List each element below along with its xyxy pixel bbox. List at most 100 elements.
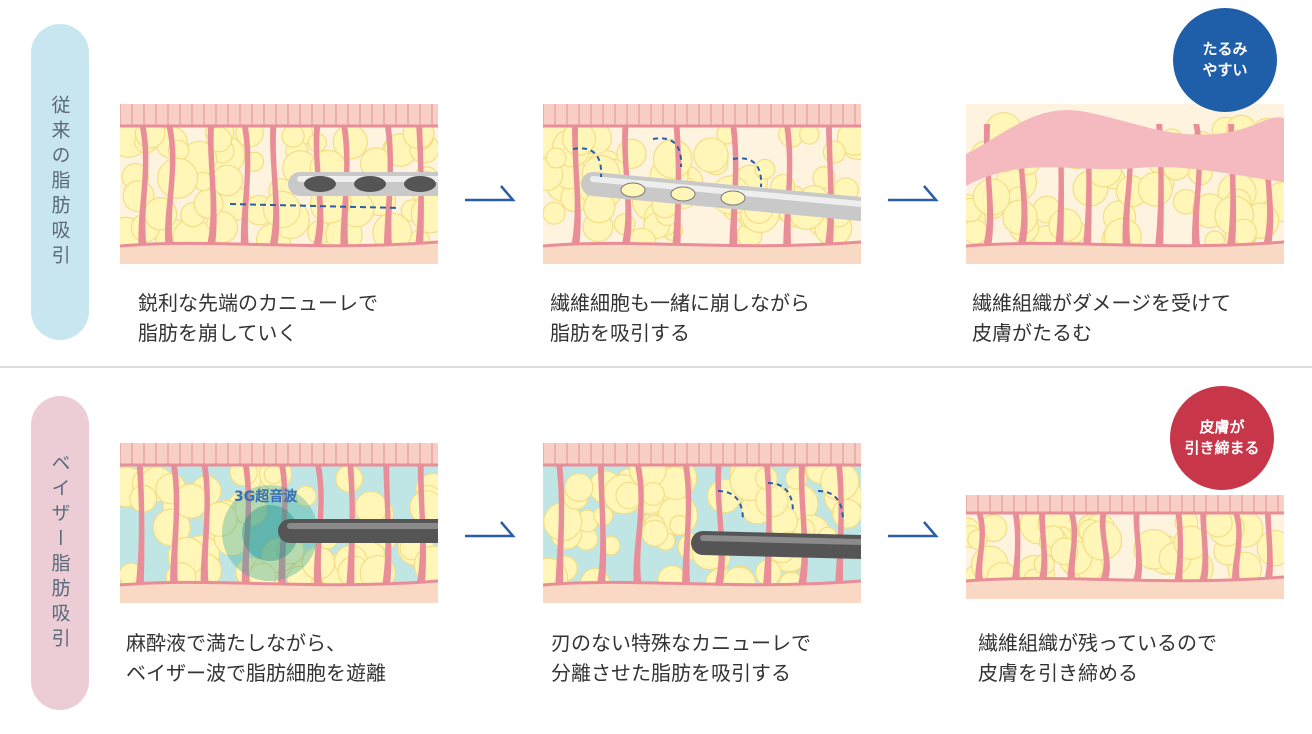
fiber xyxy=(1199,513,1209,581)
fat-cell xyxy=(234,493,268,527)
fascia-layer xyxy=(966,242,1284,264)
fascia-layer xyxy=(120,581,438,603)
fiber xyxy=(164,126,176,246)
caption-vaser-2: 刃のない特殊なカニューレで 分離させた脂肪を吸引する xyxy=(551,631,811,685)
fiber xyxy=(200,465,210,585)
suction-arrow xyxy=(817,490,844,522)
fat-cell xyxy=(1137,171,1173,207)
row-label-vaser-text: ベイザー脂肪吸引 xyxy=(48,453,71,653)
suction-arrow xyxy=(717,490,744,522)
fiber xyxy=(1263,513,1273,581)
suction-arrow xyxy=(572,147,603,178)
fat-cell xyxy=(193,188,224,219)
fiber xyxy=(1099,513,1110,581)
fat-cell xyxy=(354,490,388,525)
fat-cell xyxy=(262,190,301,229)
fiber xyxy=(1132,513,1143,581)
caption-conventional-3: 繊維組織がダメージを受けて 皮膚がたるむ xyxy=(972,291,1231,345)
skin-layer xyxy=(120,104,438,126)
row-label-vaser: ベイザー脂肪吸引 xyxy=(31,396,89,710)
fiber xyxy=(240,126,251,246)
skin-layer xyxy=(120,443,438,465)
cannula-hole xyxy=(670,186,696,202)
vaser-cannula xyxy=(278,519,438,543)
fat-cell xyxy=(831,498,861,529)
fat-cell xyxy=(564,472,594,503)
fat-cell xyxy=(1002,199,1038,235)
arrow-right-icon xyxy=(463,514,519,544)
cannula-hole xyxy=(304,176,336,192)
fat-cell xyxy=(966,218,989,245)
caption-conventional-1: 鋭利な先端のカニューレで 脂肪を崩していく xyxy=(138,291,378,345)
fat-cell xyxy=(543,201,566,225)
fiber xyxy=(1038,513,1048,581)
fiber xyxy=(135,465,145,585)
vaser-cannula xyxy=(691,531,861,559)
cannula-hole xyxy=(720,190,746,206)
panel-conventional-2 xyxy=(543,104,861,264)
fat-cell xyxy=(754,158,776,180)
cannula-hole xyxy=(354,176,386,192)
fiber xyxy=(596,465,607,585)
fat-cell xyxy=(211,164,243,197)
fiber xyxy=(783,126,793,246)
fiber xyxy=(1011,513,1021,581)
skin-layer xyxy=(543,104,861,126)
fat-cell xyxy=(295,485,317,507)
fiber xyxy=(1232,513,1242,581)
fat-cell xyxy=(545,147,567,169)
badge-tightening: 皮膚が 引き締まる xyxy=(1170,386,1274,490)
ultrasound-label: 3G超音波 xyxy=(234,489,298,505)
fiber xyxy=(170,465,180,585)
fiber xyxy=(1067,513,1078,581)
fat-cell xyxy=(640,481,665,507)
suction-arrow xyxy=(652,137,683,168)
fat-cell xyxy=(281,124,305,148)
fat-cell xyxy=(641,519,669,547)
caption-vaser-3: 繊維組織が残っているので 皮膚を引き締める xyxy=(978,631,1217,685)
arrow-right-icon xyxy=(886,514,942,544)
fat-cell xyxy=(157,157,199,199)
suction-arrow xyxy=(767,482,794,514)
arrow-right-icon xyxy=(886,178,942,208)
fat-cell xyxy=(693,137,729,173)
fiber xyxy=(555,465,565,585)
fat-cell xyxy=(799,124,820,145)
ultrasound-wave xyxy=(222,485,318,581)
caption-vaser-1: 麻酔液で満たしながら、 ベイザー波で脂肪細胞を遊離 xyxy=(126,631,386,685)
fat-cell xyxy=(755,483,789,518)
fascia-layer xyxy=(543,581,861,603)
fascia-layer xyxy=(543,242,861,264)
caption-conventional-2: 繊維細胞も一緒に崩しながら 脂肪を吸引する xyxy=(550,291,810,345)
panel-vaser-2 xyxy=(543,443,861,603)
skin-layer xyxy=(966,495,1284,513)
arrow-right-icon xyxy=(463,178,519,208)
skin-layer xyxy=(543,443,861,465)
fiber xyxy=(138,126,149,246)
fiber xyxy=(269,126,280,246)
fat-cell xyxy=(652,139,693,179)
badge-sagging: たるみ やすい xyxy=(1173,8,1277,112)
suction-arrow xyxy=(732,157,763,188)
panel-vaser-3 xyxy=(966,495,1284,599)
skin-layer xyxy=(966,110,1284,186)
section-divider xyxy=(0,366,1312,368)
fat-cell xyxy=(202,501,238,537)
motion-arrow xyxy=(229,203,401,209)
row-label-conventional: 従来の脂肪吸引 xyxy=(31,24,89,340)
fiber xyxy=(682,465,692,585)
fat-cell xyxy=(1048,208,1083,243)
fat-cell xyxy=(263,465,283,485)
fiber xyxy=(1174,513,1184,581)
panel-conventional-3 xyxy=(966,104,1284,264)
fascia-layer xyxy=(120,242,438,264)
fiber xyxy=(633,465,644,585)
cannula-hole xyxy=(620,182,646,198)
cannula-hole xyxy=(404,176,436,192)
row-label-conventional-text: 従来の脂肪吸引 xyxy=(48,94,71,270)
fiber xyxy=(241,465,252,585)
fascia-layer xyxy=(966,577,1284,599)
fiber xyxy=(206,126,217,246)
fiber xyxy=(571,126,581,246)
fiber xyxy=(975,513,986,581)
